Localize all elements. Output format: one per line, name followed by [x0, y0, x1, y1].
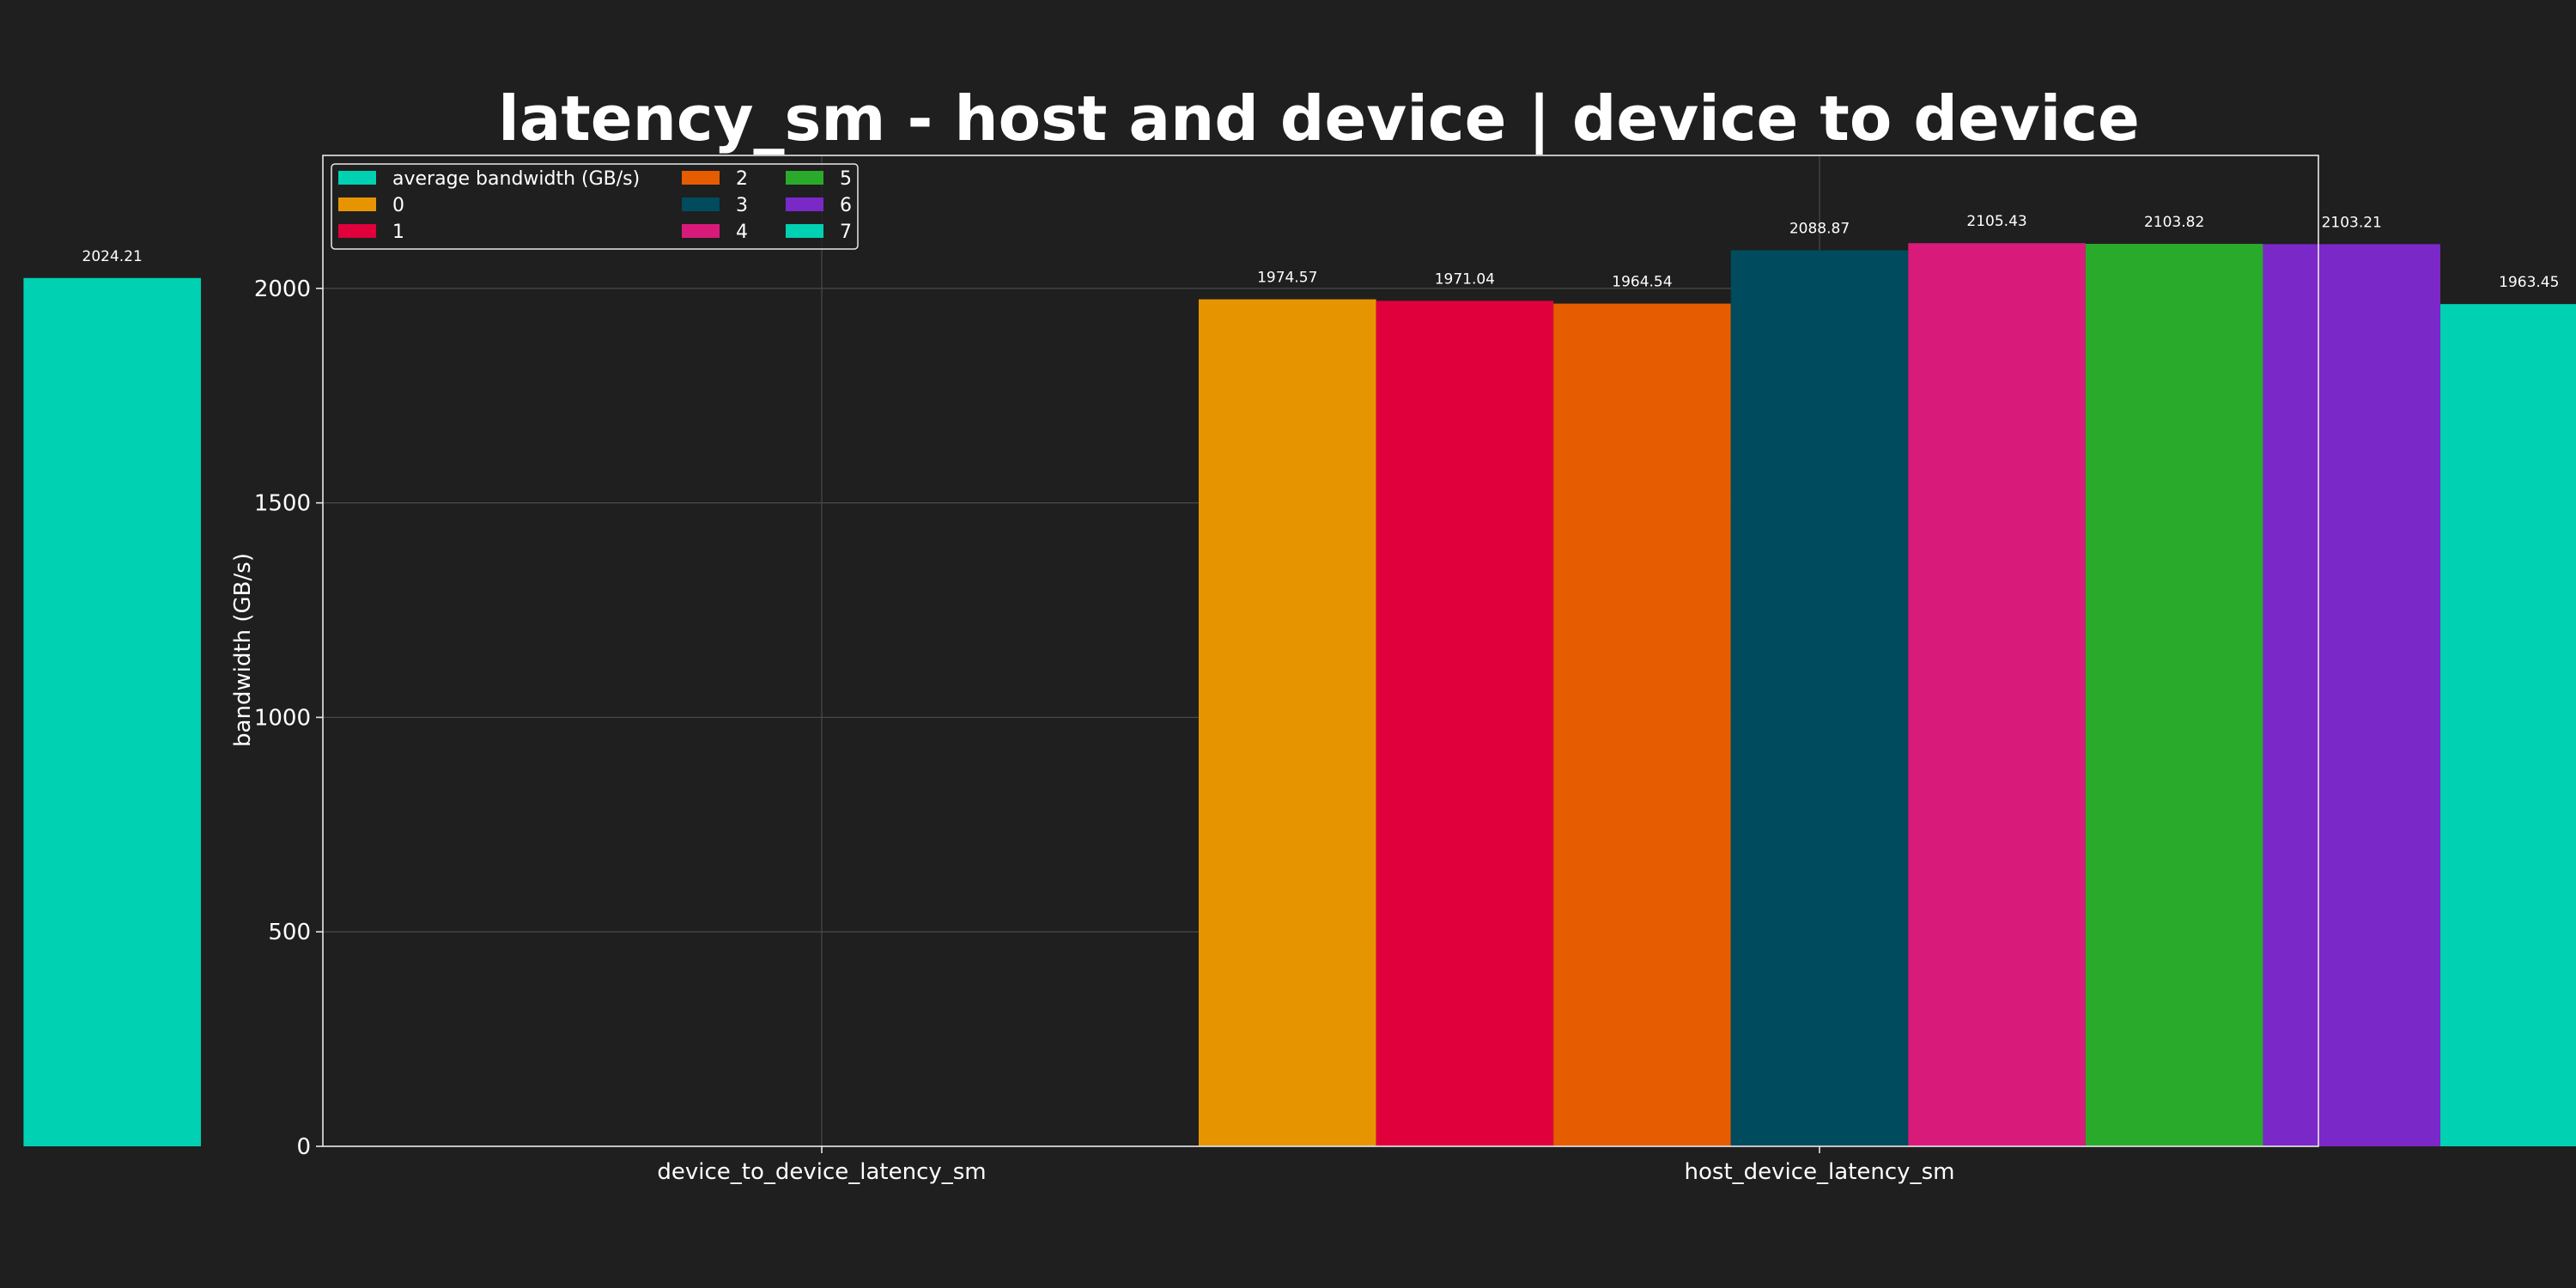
bar	[23, 277, 201, 1147]
bar	[1553, 303, 1731, 1146]
bar-value-labels: 2024.21 1974.57 1971.04 1964.54 2088.87 2105.…	[82, 213, 2560, 291]
bar	[2440, 304, 2576, 1146]
legend-swatch	[338, 224, 376, 238]
y-axis-label: bandwidth (GB/s)	[230, 553, 256, 747]
y-axis-ticks: 0 500 1000 1500 2000	[254, 276, 323, 1160]
y-tick-label: 500	[268, 920, 311, 945]
legend-swatch	[786, 224, 823, 238]
legend-swatch	[786, 197, 823, 211]
legend-label: 7	[840, 222, 852, 243]
legend-swatch	[682, 197, 720, 211]
x-axis-ticks: device_to_device_latency_sm host_device_l…	[657, 1146, 1954, 1185]
bars	[23, 243, 2576, 1147]
bar-value-label: 1971.04	[1435, 270, 1495, 288]
x-tick-label: host_device_latency_sm	[1685, 1159, 1955, 1185]
legend-label: average bandwidth (GB/s)	[392, 168, 640, 190]
bar	[2263, 244, 2441, 1147]
legend-swatch	[338, 171, 376, 185]
legend-label: 1	[392, 222, 404, 243]
bar-value-label: 1963.45	[2499, 274, 2559, 291]
x-tick-label: device_to_device_latency_sm	[657, 1159, 986, 1185]
bar-value-label: 1964.54	[1612, 274, 1672, 291]
bar-value-label: 2103.21	[2322, 214, 2382, 231]
legend-swatch	[682, 171, 720, 185]
bar-value-label: 1974.57	[1257, 270, 1317, 287]
legend-swatch	[682, 224, 720, 238]
bar-value-label: 2105.43	[1966, 213, 2026, 230]
bar	[2085, 244, 2263, 1146]
bar-value-label: 2103.82	[2144, 214, 2204, 231]
bar	[1908, 243, 2086, 1147]
legend-label: 0	[392, 195, 404, 216]
chart-title: latency_sm - host and device | device to…	[498, 82, 2140, 155]
legend-swatch	[338, 197, 376, 211]
legend-label: 5	[840, 168, 852, 190]
y-tick-label: 1500	[254, 491, 311, 517]
bar-value-label: 2024.21	[82, 248, 143, 265]
bar	[1198, 299, 1376, 1146]
legend-label: 3	[736, 195, 748, 216]
bar	[1376, 301, 1554, 1146]
bar	[1730, 250, 1909, 1147]
y-tick-label: 0	[296, 1134, 311, 1160]
plot-frame	[322, 155, 2319, 1147]
bar-value-label: 2088.87	[1789, 220, 1850, 237]
y-tick-label: 1000	[254, 705, 311, 731]
legend: average bandwidth (GB/s) 0 1 2 3 4 5 6 7	[331, 163, 859, 250]
legend-label: 4	[736, 222, 748, 243]
legend-label: 6	[840, 195, 852, 216]
y-tick-label: 2000	[254, 276, 311, 302]
legend-label: 2	[736, 168, 748, 190]
legend-box	[331, 163, 859, 250]
legend-swatch	[786, 171, 823, 185]
